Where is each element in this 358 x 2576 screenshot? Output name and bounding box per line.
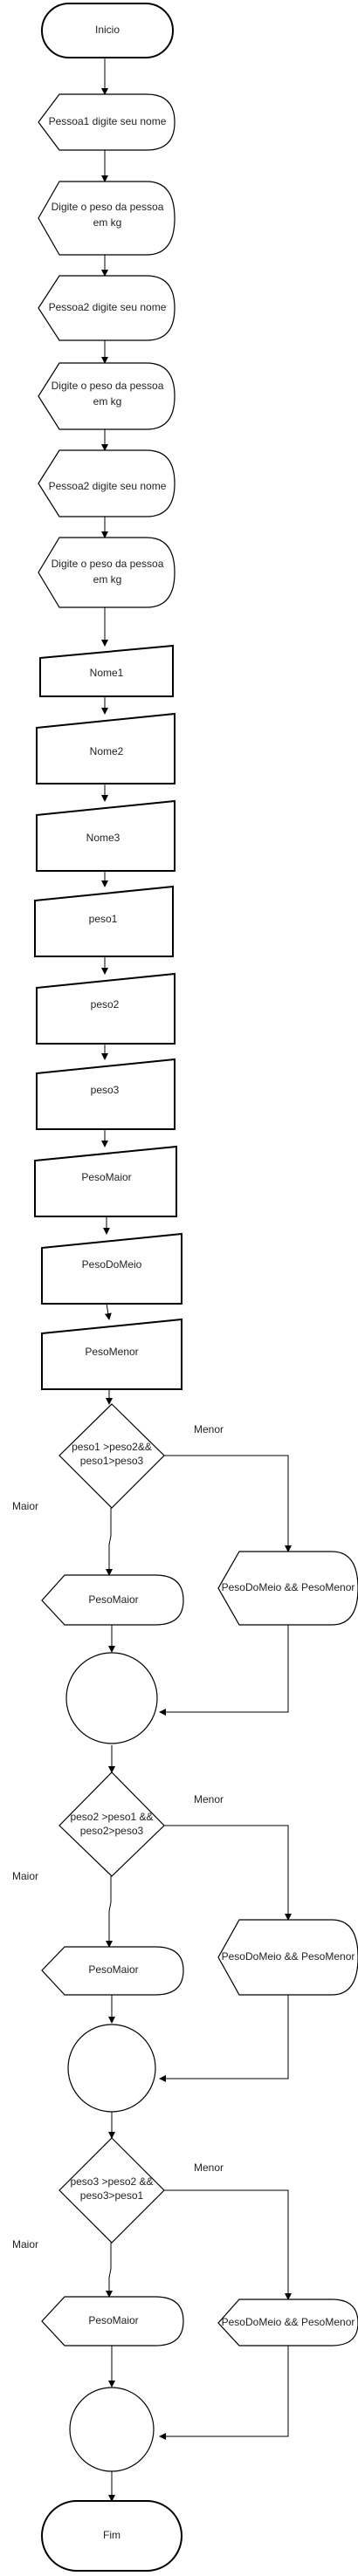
svg-text:PesoMaior: PesoMaior [81, 1171, 131, 1183]
decision-1-yes-label: Maior [12, 1500, 38, 1512]
decision-2-yes-output: PesoMaior [41, 1946, 184, 1996]
svg-text:Nome3: Nome3 [86, 832, 120, 844]
svg-text:PesoDoMeio && PesoMenor: PesoDoMeio && PesoMenor [222, 1581, 355, 1593]
start-label: Inicio [95, 24, 120, 36]
input-nome3: Nome3 [36, 799, 176, 872]
decision-1-cond-line2: peso1>peso3 [80, 1455, 144, 1467]
svg-text:PesoMaior: PesoMaior [88, 1593, 138, 1606]
connector-3 [69, 2387, 155, 2472]
svg-text:Nome2: Nome2 [90, 745, 124, 757]
svg-text:Nome1: Nome1 [90, 667, 124, 679]
display-6-label-line2: em kg [93, 573, 122, 586]
display-4: Digite o peso da pessoa em kg [38, 362, 176, 430]
end-terminal: Fim [41, 2500, 182, 2572]
decision-3-no-label: Menor [194, 2162, 224, 2174]
decision-2-no-label: Menor [194, 1793, 224, 1805]
decision-1-no-output: PesoDoMeio && PesoMenor [217, 1551, 358, 1626]
connectors [101, 58, 292, 2502]
decision-3-cond-line1: peso3 >peso2 && [70, 2175, 153, 2188]
input-pesomaior: PesoMaior [34, 1145, 177, 1217]
start-terminal: Inicio [41, 3, 174, 58]
decision-2-cond-line2: peso2>peso3 [80, 1825, 144, 1837]
input-peso3: peso3 [36, 1058, 176, 1130]
svg-text:PesoDoMeio && PesoMenor: PesoDoMeio && PesoMenor [222, 2316, 355, 2328]
decision-2-yes-label: Maior [12, 1870, 38, 1882]
svg-text:peso1: peso1 [89, 913, 118, 925]
decision-3-yes-label: Maior [12, 2238, 38, 2251]
svg-text:peso2: peso2 [91, 998, 120, 1011]
display-6: Digite o peso da pessoa em kg [38, 537, 176, 608]
decision-3-yes-output: PesoMaior [41, 2296, 184, 2346]
input-nome2: Nome2 [36, 712, 176, 784]
display-5: Pessoa2 digite seu nome [38, 449, 176, 517]
display-2-label-line1: Digite o peso da pessoa [52, 201, 164, 213]
decision-3-no-output: PesoDoMeio && PesoMenor [217, 2299, 358, 2346]
decision-3: peso3 >peso2 && peso3>peso1 [59, 2137, 165, 2244]
input-peso1: peso1 [34, 885, 174, 957]
input-pesodomeio: PesoDoMeio [41, 1232, 182, 1305]
decision-3-cond-line2: peso3>peso1 [80, 2189, 144, 2202]
decision-1: peso1 >peso2&& peso1>peso3 [59, 1403, 165, 1509]
input-nome1: Nome1 [39, 644, 174, 697]
display-6-label-line1: Digite o peso da pessoa [52, 558, 164, 570]
decision-2-no-output: PesoDoMeio && PesoMenor [217, 1919, 358, 1996]
svg-text:peso3: peso3 [91, 1084, 120, 1096]
svg-text:PesoMaior: PesoMaior [88, 2314, 138, 2326]
display-4-label-line1: Digite o peso da pessoa [52, 380, 164, 392]
svg-text:PesoDoMeio: PesoDoMeio [82, 1258, 142, 1271]
display-3-label: Pessoa2 digite seu nome [49, 301, 167, 313]
svg-text:PesoMaior: PesoMaior [88, 1963, 138, 1976]
decision-1-no-label: Menor [194, 1423, 224, 1435]
display-2-label-line2: em kg [93, 216, 122, 229]
decision-2: peso2 >peso1 && peso2>peso3 [59, 1771, 165, 1877]
display-1: Pessoa1 digite seu nome [38, 93, 176, 151]
end-label: Fim [103, 2529, 120, 2541]
svg-text:PesoDoMeio && PesoMenor: PesoDoMeio && PesoMenor [222, 1950, 355, 1963]
display-5-label: Pessoa2 digite seu nome [49, 480, 167, 492]
display-1-label: Pessoa1 digite seu nome [49, 115, 167, 127]
display-2: Digite o peso da pessoa em kg [38, 181, 176, 256]
display-3: Pessoa2 digite seu nome [38, 275, 176, 341]
decision-1-cond-line1: peso1 >peso2&& [72, 1441, 152, 1453]
display-4-label-line2: em kg [93, 395, 122, 408]
connector-1 [65, 1652, 158, 1744]
connector-2 [67, 2024, 156, 2113]
decision-2-cond-line1: peso2 >peso1 && [70, 1811, 153, 1823]
input-peso2: peso2 [36, 972, 176, 1045]
svg-text:PesoMenor: PesoMenor [85, 1346, 138, 1358]
input-pesomenor: PesoMenor [41, 1318, 182, 1390]
decision-1-yes-output: PesoMaior [41, 1574, 184, 1626]
